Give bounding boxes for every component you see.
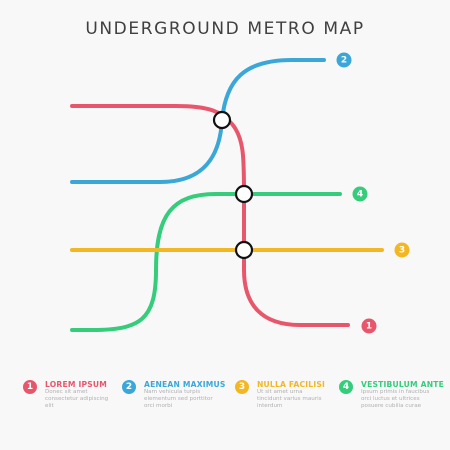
- interchange-station[interactable]: [234, 184, 254, 204]
- legend-description-3: Ut sit amet urna tincidunt varius mauris…: [257, 389, 322, 409]
- metro-line-4[interactable]: [70, 192, 342, 332]
- line-3-badge: 3: [394, 242, 410, 258]
- legend-title-1: LOREM IPSUM: [45, 380, 108, 389]
- line-3-badge-number: 3: [399, 246, 405, 256]
- line-4-badge-number: 4: [357, 190, 363, 200]
- legend-badge-3: 3: [235, 380, 249, 394]
- legend-description-2: Nam vehicula turpis elementum sed portti…: [144, 389, 213, 409]
- line-4-badge: 4: [352, 186, 368, 202]
- legend-description-1: Donec sit amet consectetur adipiscing el…: [45, 389, 109, 409]
- interchange-station[interactable]: [212, 110, 232, 130]
- line-2-badge-number: 2: [341, 56, 347, 66]
- legend-title-4: VESTIBULUM ANTE: [361, 380, 445, 389]
- line-1-badge: 1: [361, 318, 377, 334]
- metro-line-2[interactable]: [70, 58, 326, 184]
- page-title: UNDERGROUND METRO MAP: [85, 19, 365, 39]
- legend-title-2: AENEAN MAXIMUS: [144, 380, 226, 389]
- legend-description-4: Ipsum primis in faucibus orci luctus et …: [361, 389, 430, 409]
- legend-badge-2: 2: [122, 380, 136, 394]
- line-2-badge: 2: [336, 52, 352, 68]
- legend-title-3: NULLA FACILISI: [257, 380, 326, 389]
- legend-badge-4: 4: [339, 380, 353, 394]
- line-1-badge-number: 1: [366, 322, 372, 332]
- legend-badge-1: 1: [23, 380, 37, 394]
- interchange-station[interactable]: [234, 240, 254, 260]
- metro-line-1[interactable]: [70, 104, 350, 327]
